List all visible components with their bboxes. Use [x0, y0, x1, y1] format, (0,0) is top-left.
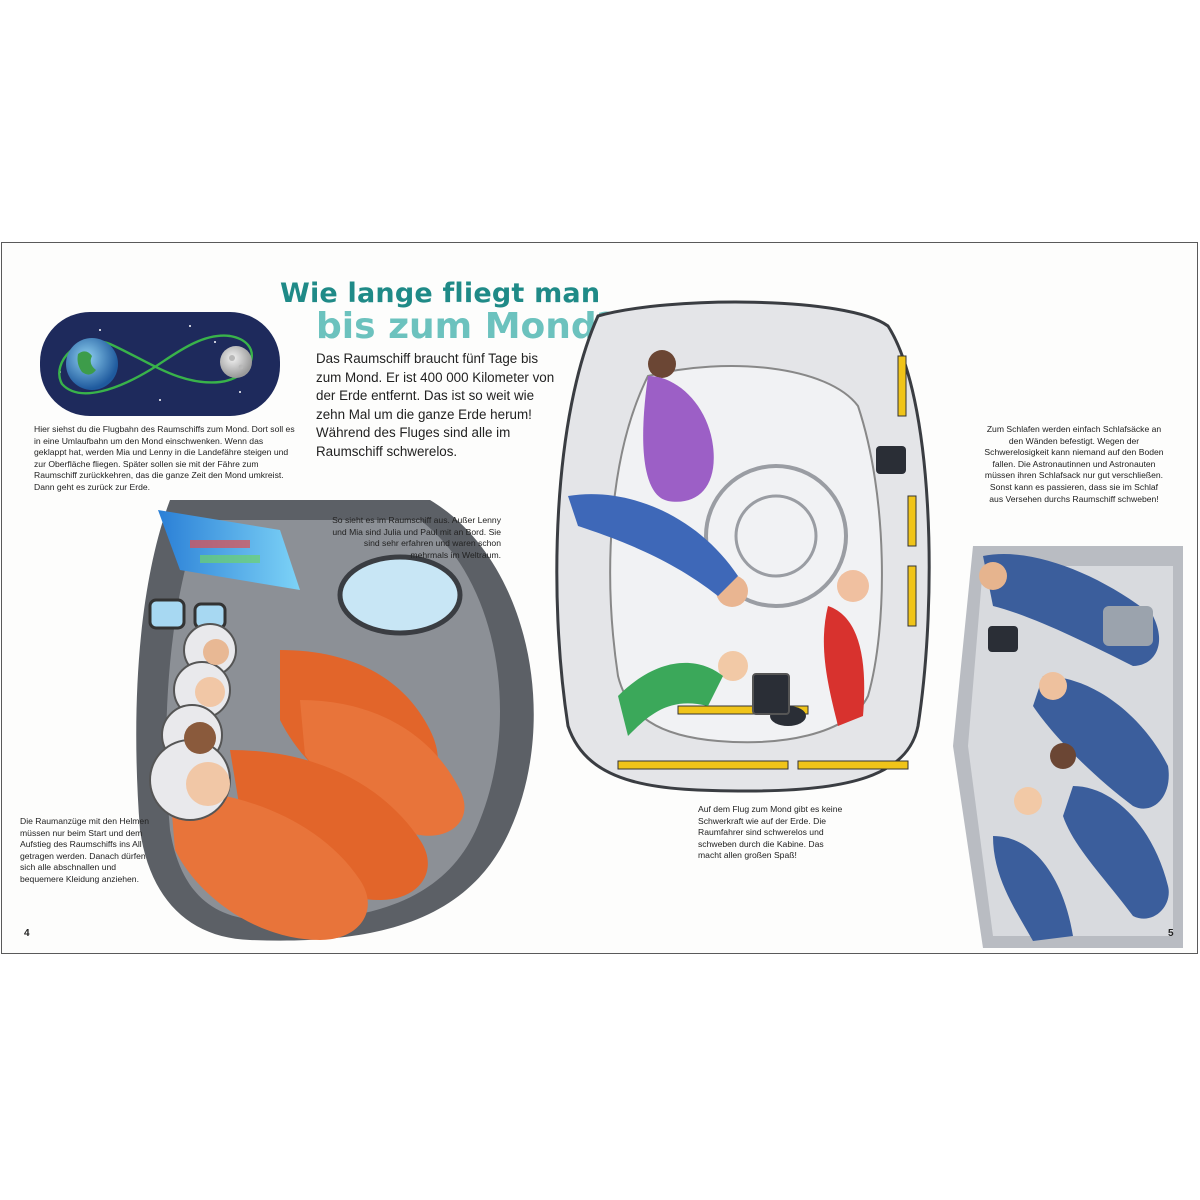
- page-title-line2: bis zum Mond?: [316, 306, 618, 347]
- moon-icon: [220, 346, 252, 378]
- flight-path-illustration: [40, 312, 280, 416]
- sleeping-illustration: [953, 546, 1183, 948]
- caption-cockpit: So sieht es im Raumschiff aus. Außer Len…: [332, 515, 501, 560]
- tablet-icon: [752, 673, 790, 715]
- earth-icon: [66, 338, 118, 390]
- display-screen-icon: [158, 510, 300, 590]
- caption-sleeping: Zum Schlafen werden einfach Schlafsäcke …: [984, 424, 1164, 504]
- porthole-icon: [337, 554, 463, 636]
- page-number-right: 5: [1168, 928, 1174, 939]
- weightless-cabin-illustration: [555, 300, 931, 793]
- intro-text: Das Raumschiff braucht fünf Tage bis zum…: [316, 351, 555, 459]
- caption-weightless: Auf dem Flug zum Mond gibt es keine Schw…: [698, 804, 843, 861]
- astronaut-julia-icon: [823, 570, 869, 726]
- caption-suits: Die Raumanzüge mit den Helmen müssen nur…: [20, 816, 149, 884]
- page-title-line1: Wie lange fliegt man: [280, 278, 601, 309]
- page-number-left: 4: [24, 928, 30, 939]
- astronaut-lenny-icon: [568, 494, 748, 607]
- cockpit-illustration: [136, 500, 534, 941]
- astronaut-mia-icon: [643, 350, 714, 502]
- caption-flight-path: Hier siehst du die Flugbahn des Raumschi…: [34, 424, 295, 492]
- astronaut-paul-icon: [618, 651, 748, 736]
- astronaut-icon: [149, 623, 465, 940]
